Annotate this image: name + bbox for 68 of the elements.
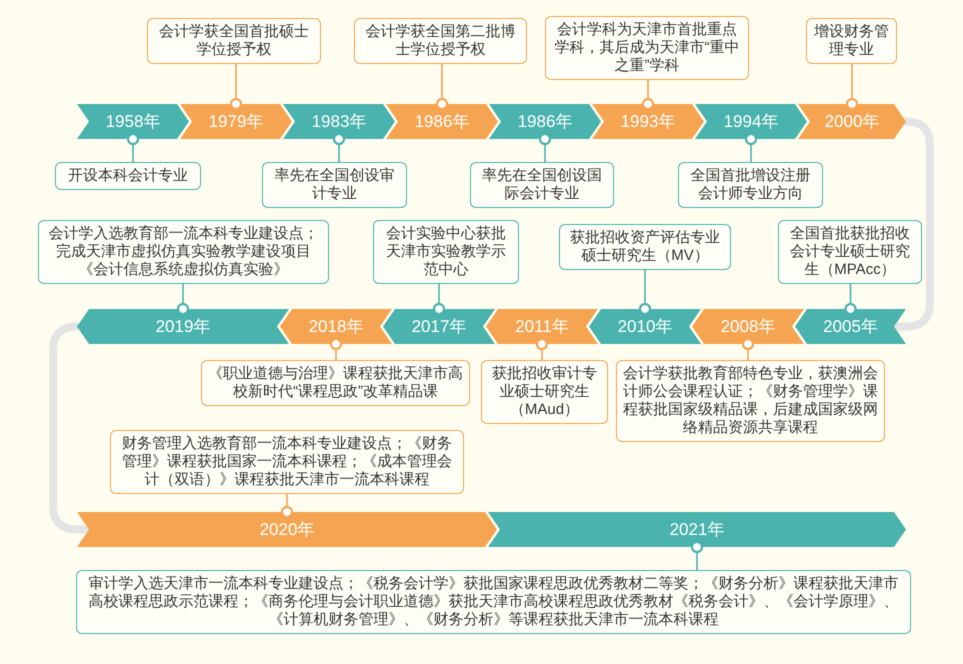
leader-line xyxy=(638,270,652,316)
timeline-segment xyxy=(77,104,189,139)
year-label: 2000年 xyxy=(824,112,880,132)
year-label: 2021年 xyxy=(670,520,724,540)
timeline-segment xyxy=(77,309,289,344)
event-callout: 会计学入选教育部一流本科专业建设点；完成天津市虚拟仿真实验教学建设项目《会计信息系统虚拟仿真实验》 xyxy=(38,220,329,284)
year-label: 2011年 xyxy=(515,316,569,336)
year-label: 2018年 xyxy=(308,316,364,336)
timeline-segment xyxy=(592,104,704,139)
timeline-segment xyxy=(283,104,395,139)
timeline-segment xyxy=(795,309,906,344)
timeline-segment xyxy=(280,309,392,344)
event-callout: 《职业道德与治理》课程获批天津市高校新时代“课程思政”改革精品课 xyxy=(201,360,470,406)
event-callout: 获批招收资产评估专业硕士研究生（MV） xyxy=(559,224,731,270)
event-callout: 全国首批获批招收会计专业硕士研究生（MPAcc） xyxy=(778,220,922,284)
year-label: 2019年 xyxy=(156,316,210,336)
year-label: 2020年 xyxy=(260,520,314,540)
leader-line xyxy=(126,132,140,162)
timeline-segment xyxy=(488,512,906,547)
timeline-segment xyxy=(489,104,601,139)
timeline-segment xyxy=(77,512,497,547)
year-label: 1979年 xyxy=(208,112,264,132)
event-callout: 增设财务管理专业 xyxy=(806,18,897,64)
year-label: 2008年 xyxy=(720,316,776,336)
year-label: 2017年 xyxy=(412,316,466,336)
leader-line xyxy=(846,64,858,110)
leader-line xyxy=(176,284,190,316)
year-label: 1994年 xyxy=(724,112,778,132)
event-callout: 会计学获全国第二批博士学位授予权 xyxy=(354,18,527,64)
timeline-segment xyxy=(695,104,807,139)
timeline-segment xyxy=(692,309,804,344)
event-callout: 会计实验中心获批天津市实验教学示范中心 xyxy=(373,220,519,284)
leader-line xyxy=(536,338,548,360)
event-callout: 会计学获批教育部特色专业，获澳洲会计师公会课程认证；《财务管理学》课程获批国家级精品课，后建成国家级网络精品资源共享课程 xyxy=(616,360,885,442)
leader-line xyxy=(230,64,242,110)
leader-line xyxy=(744,132,758,162)
year-label: 1983年 xyxy=(312,112,366,132)
event-callout: 审计学入选天津市一流本科专业建设点；《税务会计学》获批国家课程思政优秀教材二等奖；《财务分析》课程获批天津市高校课程思政示范课程；《商务伦理与会计职业道德》获批天津市高校课程思政优秀教材《税务会计》、《会计学原理》、《计算机财务管理》、《财务分析》等课程获批天津市一流本科课程 xyxy=(76,570,911,634)
event-callout: 全国首批增设注册会计师专业方向 xyxy=(678,162,823,208)
event-callout: 率先在全国创设国际会计专业 xyxy=(470,162,614,208)
event-callout: 财务管理入选教育部一流本科专业建设点；《财务管理》课程获批国家一流本科课程；《成本管理会计（双语）》课程获批天津市一流本科课程 xyxy=(110,430,464,494)
timeline-segment xyxy=(798,104,906,139)
year-label: 1986年 xyxy=(414,112,470,132)
timeline-segment xyxy=(386,104,498,139)
timeline-segment xyxy=(486,309,598,344)
leader-line xyxy=(280,494,294,518)
event-callout: 会计学科为天津市首批重点学科，其后成为天津市“重中之重”学科 xyxy=(545,16,749,80)
year-label: 1958年 xyxy=(106,112,160,132)
event-callout: 率先在全国创设审计专业 xyxy=(262,162,407,208)
leader-line xyxy=(742,338,754,360)
event-callout: 获批招收审计专业硕士研究生（MAud） xyxy=(481,360,608,424)
leader-line xyxy=(642,80,654,110)
year-label: 2005年 xyxy=(823,316,878,336)
event-callout: 开设本科会计专业 xyxy=(55,162,201,190)
event-callout: 会计学获全国首批硕士学位授予权 xyxy=(147,18,321,64)
timeline-segment xyxy=(383,309,495,344)
timeline-segment xyxy=(589,309,701,344)
leader-line xyxy=(538,132,552,162)
leader-line xyxy=(330,338,342,360)
year-label: 2010年 xyxy=(618,316,672,336)
year-label: 1986年 xyxy=(518,112,572,132)
leader-line xyxy=(332,132,346,162)
leader-line xyxy=(690,540,704,570)
leader-line xyxy=(432,284,446,316)
leader-line xyxy=(436,64,448,110)
timeline-segment xyxy=(180,104,292,139)
leader-line xyxy=(844,284,857,316)
year-label: 1993年 xyxy=(620,112,676,132)
